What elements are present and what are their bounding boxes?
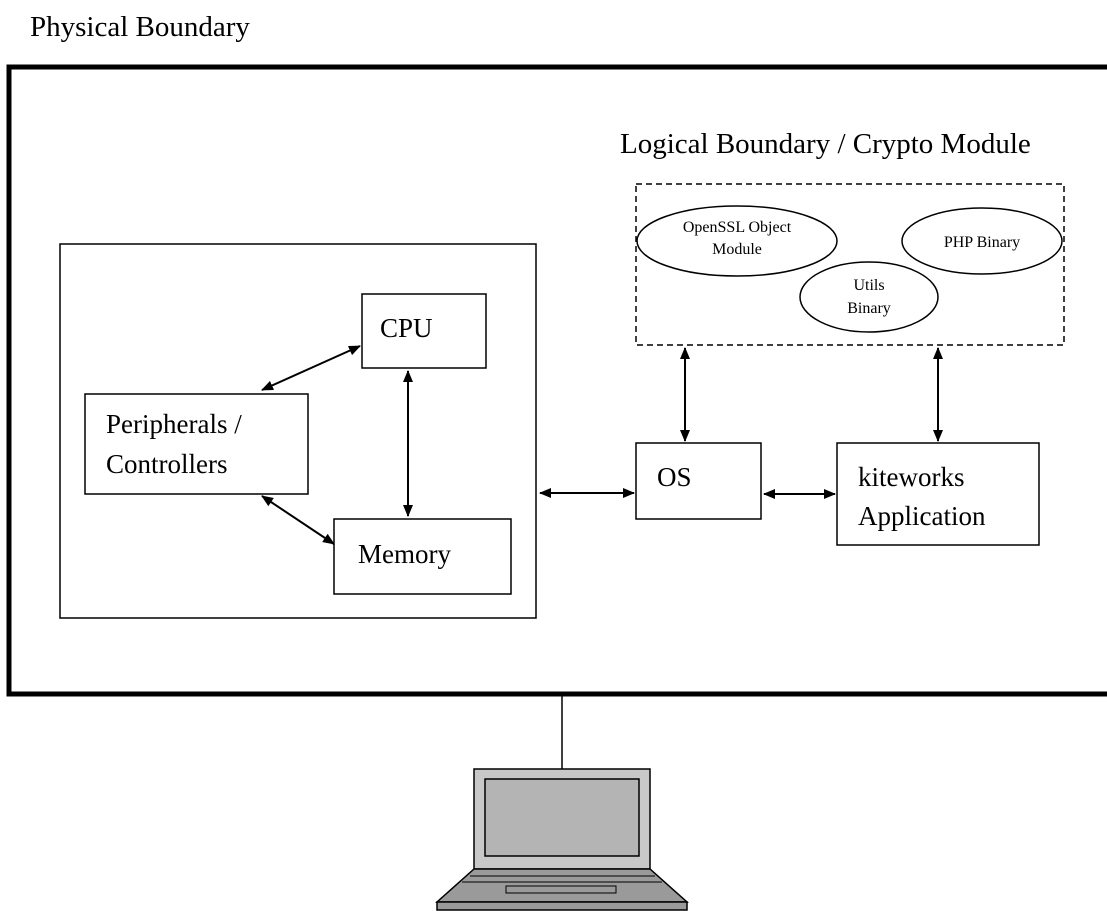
arrow-peripherals-cpu xyxy=(261,345,361,391)
physical-boundary-frame xyxy=(6,64,1107,697)
memory-box xyxy=(333,518,512,595)
memory-block: Memory xyxy=(333,518,512,595)
utils-binary-module: Utils Binary xyxy=(799,261,939,333)
laptop-touchpad xyxy=(505,885,617,894)
openssl-label-line1: OpenSSL Object xyxy=(683,219,792,236)
kiteworks-block: kiteworks Application xyxy=(836,442,1040,546)
utils-binary-label-line2: Binary xyxy=(847,300,891,317)
php-binary-label: PHP Binary xyxy=(944,234,1020,251)
os-label: OS xyxy=(657,462,692,492)
openssl-label-line2: Module xyxy=(712,241,762,258)
physical-boundary-label: Physical Boundary xyxy=(30,11,250,43)
utils-binary-ellipse xyxy=(799,261,939,333)
peripherals-block: Peripherals / Controllers xyxy=(84,393,309,495)
laptop-icon xyxy=(435,768,689,911)
kiteworks-box xyxy=(836,442,1040,546)
laptop-screen xyxy=(484,778,640,857)
utils-binary-label-line1: Utils xyxy=(853,277,884,294)
logical-boundary-box xyxy=(635,183,1065,346)
php-binary-module: PHP Binary xyxy=(901,207,1063,275)
peripherals-box xyxy=(84,393,309,495)
host-hardware-box xyxy=(59,243,537,619)
peripherals-label-line2: Controllers xyxy=(106,449,228,479)
memory-label: Memory xyxy=(358,539,451,569)
kiteworks-label-line1: kiteworks xyxy=(858,462,964,492)
cpu-box xyxy=(361,293,487,369)
logical-boundary-label: Logical Boundary / Crypto Module xyxy=(620,128,1031,160)
cpu-block: CPU xyxy=(361,293,487,369)
peripherals-label-line1: Peripherals / xyxy=(106,409,242,439)
laptop-base-edge xyxy=(436,901,688,911)
arrow-peripherals-memory xyxy=(261,495,335,545)
php-binary-ellipse xyxy=(901,207,1063,275)
os-box xyxy=(635,442,762,520)
openssl-module: OpenSSL Object Module xyxy=(636,205,838,277)
os-block: OS xyxy=(635,442,762,520)
openssl-ellipse xyxy=(636,205,838,277)
cpu-label: CPU xyxy=(380,313,433,343)
kiteworks-label-line2: Application xyxy=(858,501,986,531)
